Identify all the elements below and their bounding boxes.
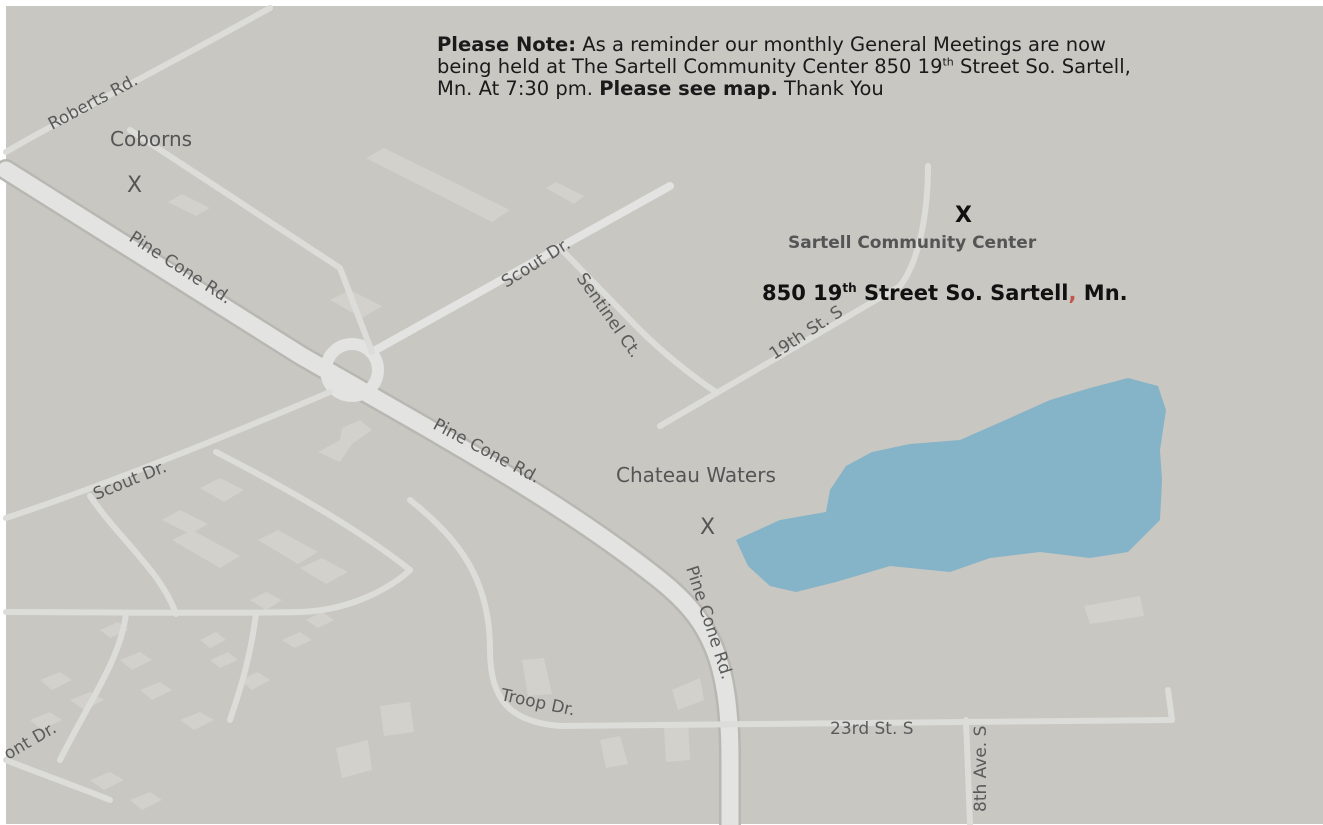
road-label-23rd: 23rd St. S <box>830 719 914 739</box>
major-roads <box>0 159 741 825</box>
notice-emphasis: Please see map. <box>599 77 778 100</box>
notice-text-1: As a reminder our monthly General Meetin… <box>437 33 1106 78</box>
marker-community-center: X <box>955 203 972 228</box>
place-label-community-center: Sartell Community Center <box>788 233 1037 253</box>
chateau-waters-lake <box>736 378 1166 592</box>
notice-closing: Thank You <box>777 77 884 100</box>
minor-roads <box>3 5 1175 825</box>
buildings <box>30 148 1144 810</box>
meeting-notice: Please Note: As a reminder our monthly G… <box>437 34 1157 100</box>
address-label: 850 19th Street So. Sartell, Mn. <box>762 281 1128 305</box>
place-label-chateau-waters: Chateau Waters <box>616 463 776 487</box>
road-label-8th-ave: 8th Ave. S <box>971 726 991 812</box>
marker-coborns: X <box>127 173 142 198</box>
notice-lead: Please Note: <box>437 33 577 56</box>
notice-sup: th <box>942 55 954 69</box>
notice-text-2: Street So. Sartell, Mn. At 7:30 pm. <box>437 55 1131 100</box>
place-label-coborns: Coborns <box>110 127 192 151</box>
marker-chateau-waters: X <box>700 515 715 540</box>
